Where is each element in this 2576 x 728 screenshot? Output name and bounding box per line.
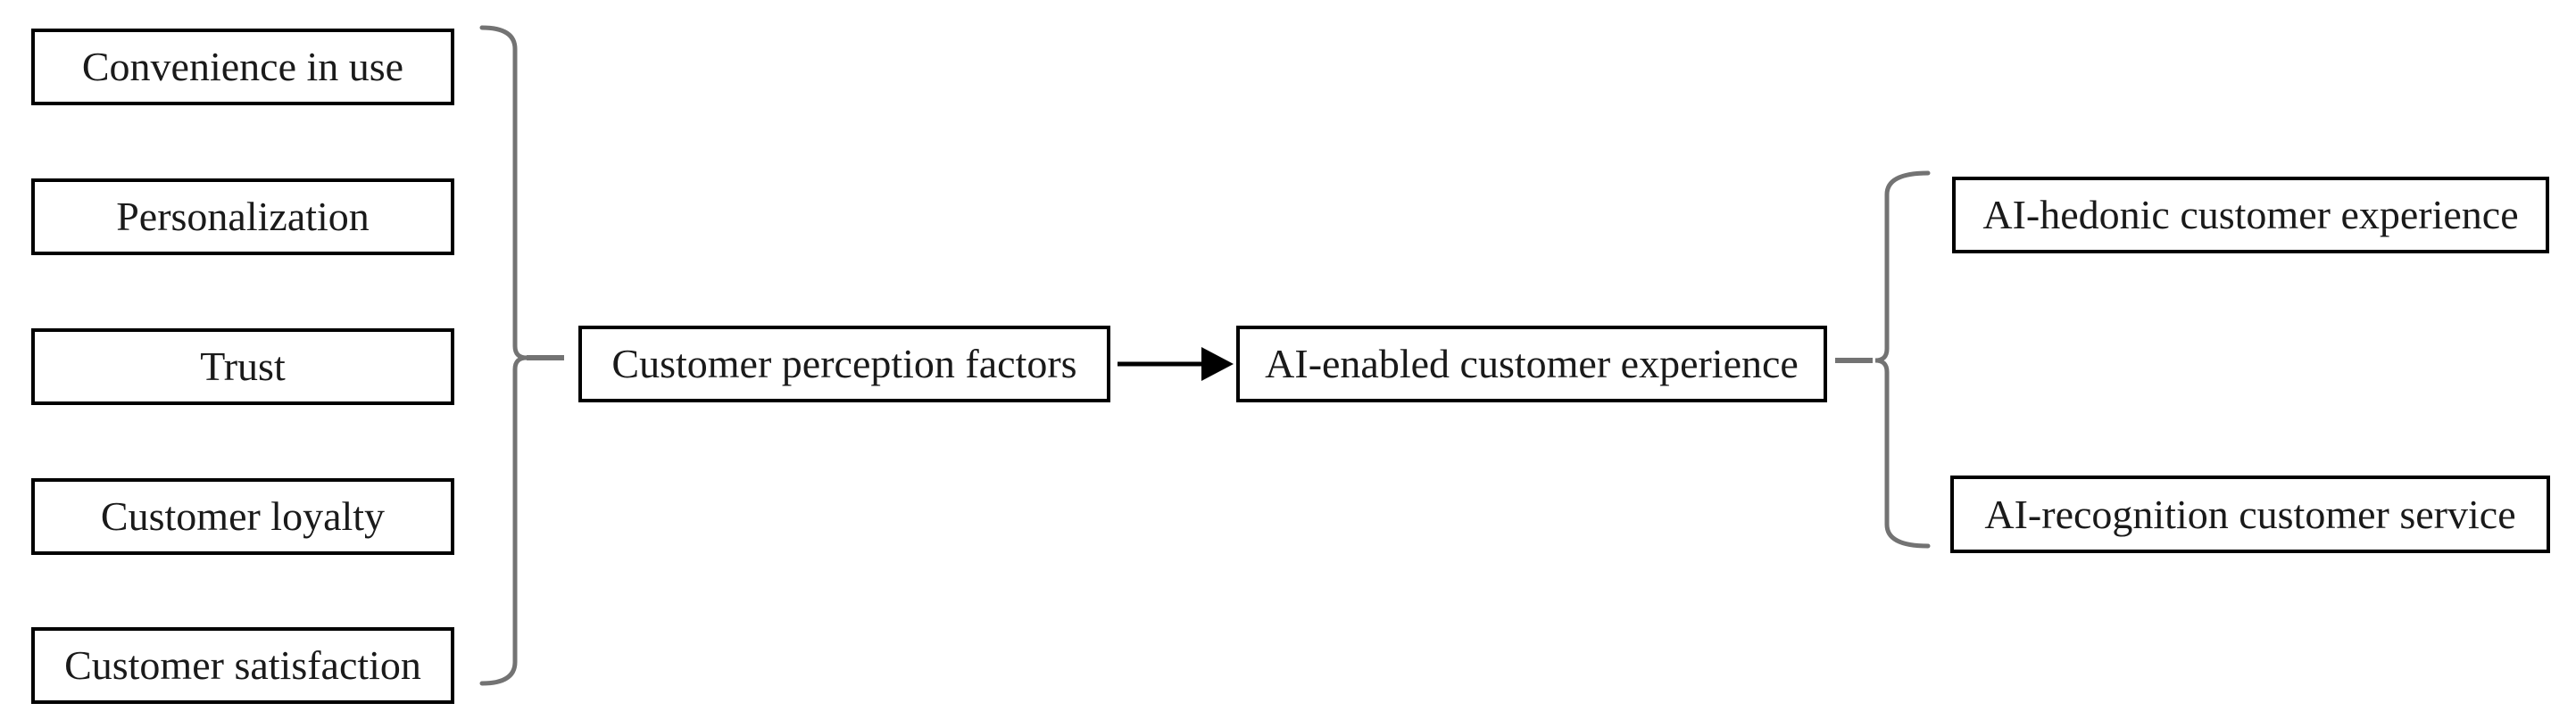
factor-box-trust: Trust <box>31 328 454 405</box>
outcome-box-ai-enabled-customer-experience: AI-enabled customer experience <box>1236 326 1827 402</box>
causal-arrow-head <box>1201 347 1234 381</box>
left-factors-brace <box>479 25 528 686</box>
factor-box-customer-loyalty: Customer loyalty <box>31 478 454 555</box>
outcome-box-ai-hedonic-customer-experience: AI-hedonic customer experience <box>1952 177 2549 253</box>
factor-box-personalization: Personalization <box>31 178 454 255</box>
center-box-customer-perception-factors: Customer perception factors <box>578 326 1110 402</box>
right-outcomes-brace <box>1874 170 1931 549</box>
outcome-box-ai-recognition-customer-service: AI-recognition customer service <box>1950 476 2550 553</box>
factor-box-customer-satisfaction: Customer satisfaction <box>31 627 454 704</box>
factor-box-convenience-in-use: Convenience in use <box>31 29 454 105</box>
